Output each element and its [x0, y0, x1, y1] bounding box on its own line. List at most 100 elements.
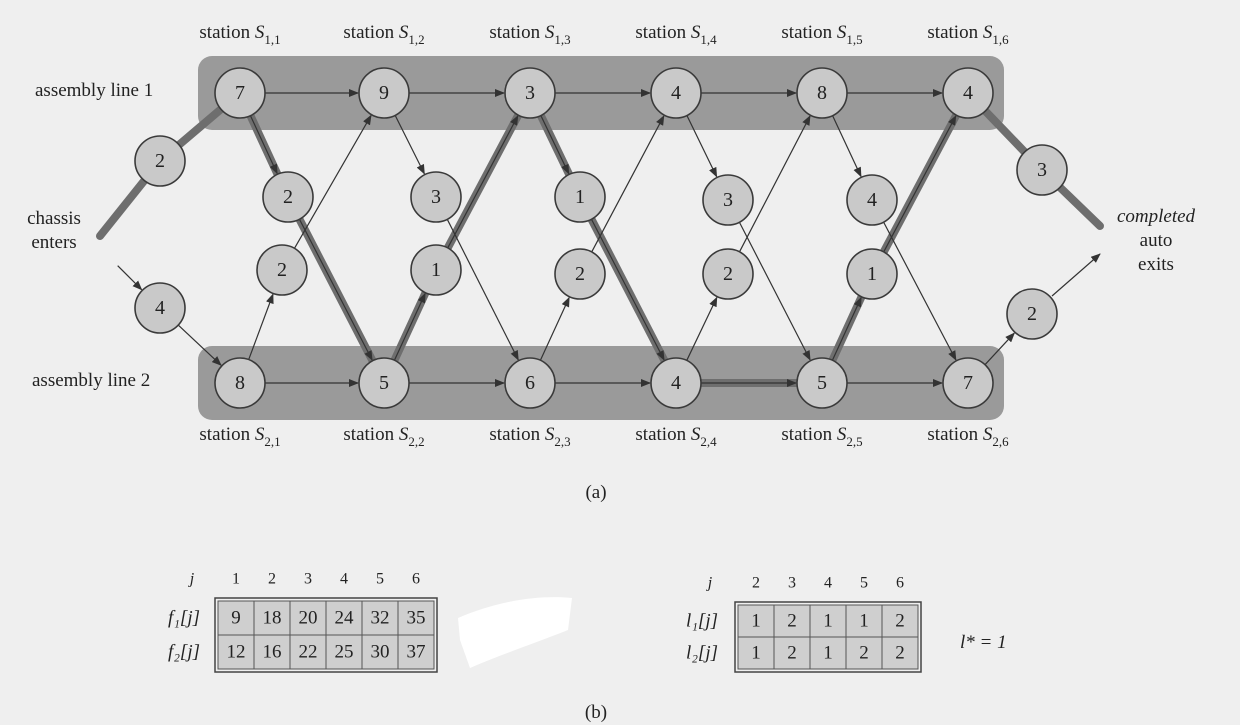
exit-arrow: [984, 332, 1015, 366]
table-cell-bg: [881, 604, 919, 638]
white-scribble-mark: [458, 597, 572, 668]
table-header: 3: [788, 575, 796, 592]
table-cell-bg: [737, 604, 775, 638]
transfer-arrow: [393, 292, 426, 361]
transfer-node-1to2-5: 4: [846, 174, 898, 226]
transfer-arrows: [96, 89, 1104, 387]
station-label-1-6: station S1,6: [927, 22, 1009, 47]
table-cell: 2: [859, 643, 869, 664]
table-header: 5: [376, 571, 384, 588]
svg-text:4: 4: [671, 82, 681, 104]
table-j-label: j: [188, 571, 195, 588]
table-header: 3: [304, 571, 312, 588]
station-label-1-3: station S1,3: [489, 22, 570, 47]
entry-label-2: enters: [31, 232, 76, 253]
transfer-node-1to2-3: 1: [554, 171, 606, 223]
table-header: 6: [412, 571, 420, 588]
transfer-node-1to2-4: 3: [702, 174, 754, 226]
table-cell-bg: [845, 636, 883, 670]
table-cell-bg: [773, 604, 811, 638]
transfer-arrow: [248, 293, 274, 360]
table-header: 2: [268, 571, 276, 588]
station-label-2-5: station S2,5: [781, 424, 862, 449]
table-cell-bg: [361, 600, 399, 636]
table-cell: 2: [787, 643, 797, 664]
transfer-arrow: [447, 115, 519, 249]
station-node-1-4: 4: [650, 67, 702, 119]
transfer-arrow: [883, 115, 957, 253]
line-2-label: assembly line 2: [32, 370, 150, 391]
table-row-label: f₂[j]: [168, 642, 200, 663]
table-cell: 37: [407, 642, 426, 663]
table-cell: 30: [371, 642, 390, 663]
transfer-arrow: [446, 219, 519, 361]
transfer-arrow: [883, 221, 957, 361]
station-node-2-2: 5: [358, 357, 410, 409]
svg-text:7: 7: [235, 82, 245, 104]
station-node-2-3: 6: [504, 357, 556, 409]
transfer-arrow: [539, 296, 570, 361]
entry-arrow: [117, 265, 143, 291]
station-label-1-1: station S1,1: [199, 22, 280, 47]
svg-text:1: 1: [575, 186, 585, 208]
l-star-value: l* = 1: [960, 632, 1007, 653]
transfer-arrow: [540, 115, 570, 175]
table-cell: 12: [227, 642, 246, 663]
station-node-1-5: 8: [796, 67, 848, 119]
station-label-1-2: station S1,2: [343, 22, 424, 47]
table-row-label: l₂[j]: [686, 643, 718, 664]
svg-text:1: 1: [431, 259, 441, 281]
table-cell: 32: [371, 608, 390, 629]
table-cell-bg: [397, 600, 435, 636]
table-cell: 1: [859, 611, 869, 632]
table-cell: 2: [895, 611, 905, 632]
svg-text:2: 2: [575, 263, 585, 285]
svg-text:2: 2: [723, 263, 733, 285]
svg-text:2: 2: [283, 186, 293, 208]
exit-cost-line-1: 3: [1016, 144, 1068, 196]
transfer-arrow: [298, 218, 373, 361]
svg-text:6: 6: [525, 372, 535, 394]
table-cell: 1: [751, 611, 761, 632]
station-label-1-4: station S1,4: [635, 22, 717, 47]
table-cell-bg: [881, 636, 919, 670]
exit-cost-line-2: 2: [1006, 288, 1058, 340]
station-node-1-3: 3: [504, 67, 556, 119]
transfer-arrow: [686, 296, 718, 361]
exit-label-3: exits: [1138, 254, 1174, 275]
transfer-node-1to2-1: 2: [262, 171, 314, 223]
table-cell-bg: [289, 600, 327, 636]
transfer-node-1to2-2: 3: [410, 171, 462, 223]
table-cell: 1: [823, 611, 833, 632]
table-cell-bg: [773, 636, 811, 670]
table-cell-bg: [217, 634, 255, 670]
table-header: 2: [752, 575, 760, 592]
transfer-arrow: [738, 115, 811, 253]
svg-text:4: 4: [867, 189, 877, 211]
table-cell-bg: [289, 634, 327, 670]
station-label-2-4: station S2,4: [635, 424, 717, 449]
table-cell: 9: [231, 608, 241, 629]
table-header: 5: [860, 575, 868, 592]
svg-text:2: 2: [1027, 303, 1037, 325]
table-header: 1: [232, 571, 240, 588]
entry-cost-line-2: 4: [134, 282, 186, 334]
svg-text:8: 8: [235, 372, 245, 394]
table-cell: 1: [751, 643, 761, 664]
transfer-arrow: [831, 296, 862, 361]
station-labels-line-1: station S1,1 station S1,2 station S1,3 stat…: [199, 22, 1009, 47]
svg-text:1: 1: [867, 263, 877, 285]
transfer-arrow: [591, 115, 665, 253]
transfer-node-2to1-2: 1: [410, 244, 462, 296]
station-label-1-5: station S1,5: [781, 22, 862, 47]
table-row-label: l₁[j]: [686, 611, 718, 632]
exit-arrow: [1051, 253, 1101, 297]
transfer-node-2to1-3: 2: [554, 248, 606, 300]
svg-text:3: 3: [431, 186, 441, 208]
svg-text:7: 7: [963, 372, 973, 394]
table-cell: 35: [407, 608, 426, 629]
